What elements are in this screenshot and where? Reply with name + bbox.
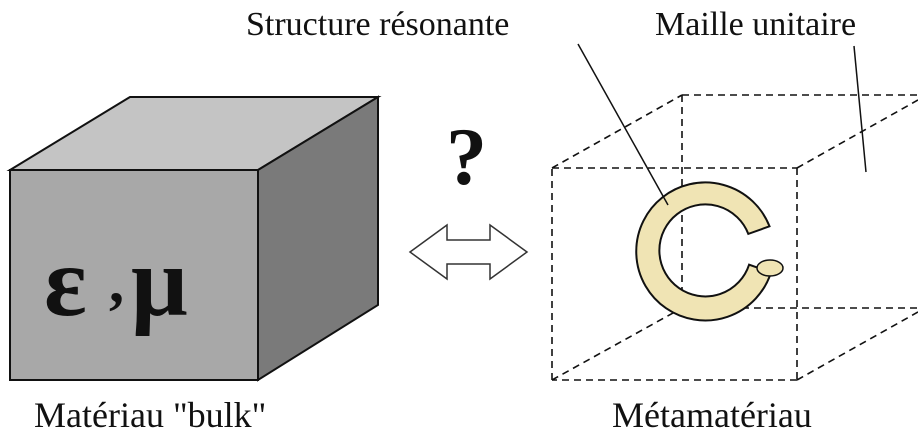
bulk-cube: [6, 95, 382, 382]
unit-cell-cube: [551, 94, 918, 381]
resonant-structure-label: Structure résonante: [246, 6, 510, 43]
metamaterial-label: Métamatériau: [612, 395, 812, 435]
bulk-material-label: Matériau "bulk": [34, 395, 267, 435]
split-ring-body: [635, 181, 773, 322]
epsilon-symbol: ε: [44, 226, 87, 337]
leader-line-structure: [577, 43, 669, 206]
leader-line-maille: [853, 45, 867, 173]
split-ring-resonator: [635, 181, 784, 322]
unit-cell-label: Maille unitaire: [655, 6, 857, 43]
mu-symbol: μ: [131, 226, 188, 337]
symbol-separator: ,: [109, 249, 124, 315]
bulk-cube-front-face: [9, 169, 259, 381]
question-mark: ?: [446, 111, 487, 202]
split-ring-gap-end: [756, 259, 784, 277]
double-arrow-icon: [408, 223, 529, 281]
